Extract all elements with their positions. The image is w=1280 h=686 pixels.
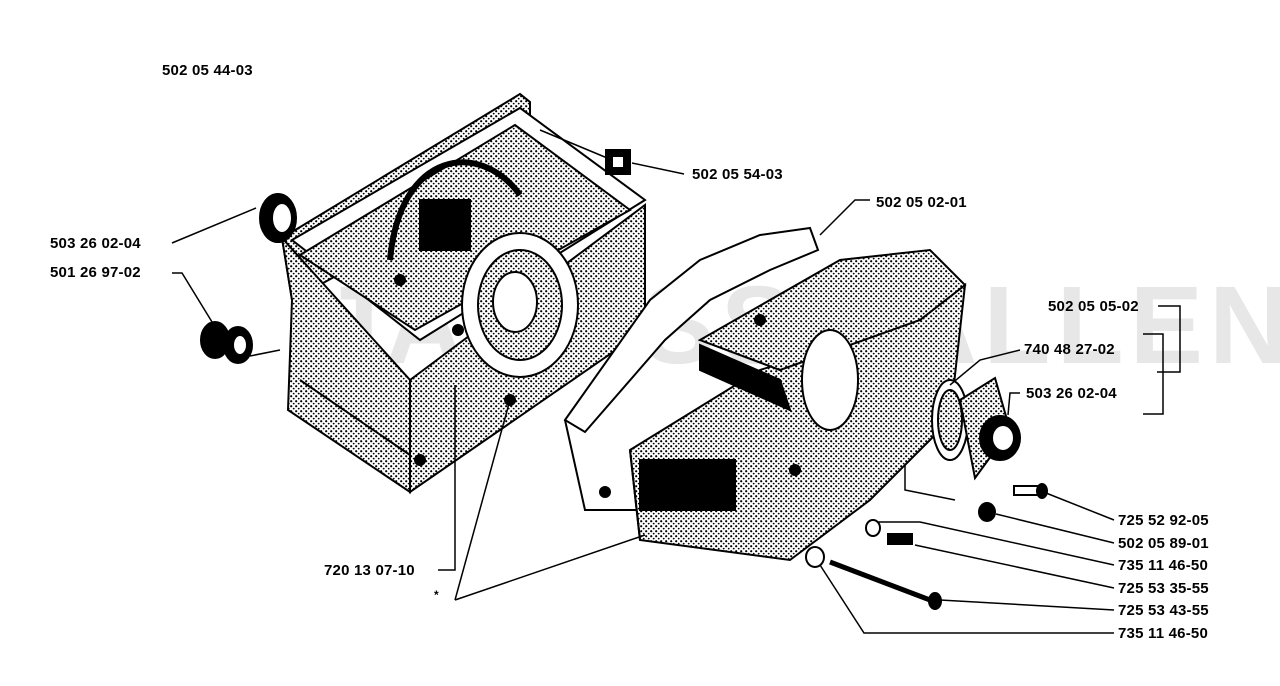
callout-screw-3: 725 53 43-55 <box>1118 602 1209 619</box>
hardware <box>805 483 1048 610</box>
callout-top-left: 502 05 44-03 <box>162 62 253 79</box>
callout-washer-1: 735 11 46-50 <box>1118 557 1208 574</box>
callout-bearing-right: 503 26 02-04 <box>1026 385 1117 402</box>
callout-plug: 502 05 54-03 <box>692 166 783 183</box>
left-bearing <box>259 193 297 243</box>
callout-washer-2: 735 11 46-50 <box>1118 625 1208 642</box>
plug <box>605 149 631 175</box>
callout-screw-1: 725 52 92-05 <box>1118 512 1209 529</box>
callout-pin: 720 13 07-10 <box>324 562 415 579</box>
left-crankcase-half <box>280 92 647 494</box>
callout-gasket-top: 502 05 02-01 <box>876 194 967 211</box>
callout-seal-left: 501 26 97-02 <box>50 264 141 281</box>
callout-asterisk: * <box>434 588 439 602</box>
callout-bearing-left: 503 26 02-04 <box>50 235 141 252</box>
callout-nut: 502 05 89-01 <box>1118 535 1209 552</box>
right-bearing <box>958 376 1021 481</box>
left-seal <box>200 321 253 364</box>
callout-group-right: 502 05 05-02 <box>1048 298 1139 315</box>
callout-screw-2: 725 53 35-55 <box>1118 580 1209 597</box>
callout-seal-right: 740 48 27-02 <box>1024 341 1115 358</box>
right-seal <box>931 379 969 461</box>
leader-lines <box>171 129 1181 634</box>
right-crankcase-half <box>563 226 967 562</box>
